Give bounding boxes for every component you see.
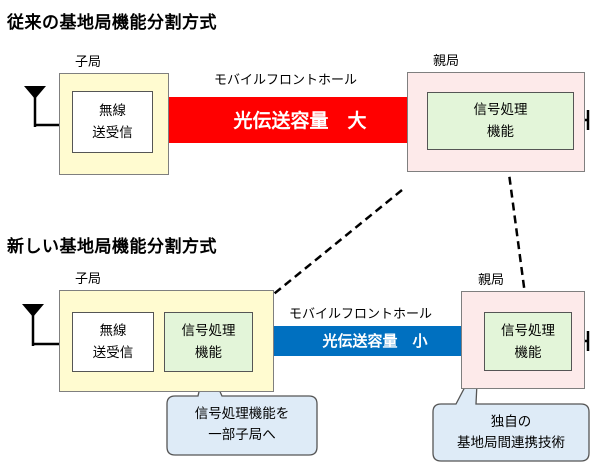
signal-processing-box-parent: 信号処理 機能 (484, 312, 572, 371)
fronthaul-label: モバイルフロントホール (214, 73, 358, 88)
radio-transceiver-label: 無線 送受信 (92, 323, 134, 361)
callout-text-left: 信号処理機能を 一部子局へ (194, 406, 290, 443)
radio-transceiver-label: 無線 送受信 (92, 103, 133, 141)
capacity-label-small: 光伝送容量 小 (322, 332, 428, 350)
dashed-arrow-right (504, 150, 530, 304)
child-station-label: 子局 (75, 55, 102, 70)
parent-station-label: 親局 (433, 54, 460, 69)
signal-processing-label: 信号処理 機能 (501, 322, 555, 361)
radio-transceiver-box: 無線 送受信 (72, 312, 154, 372)
parent-station-label: 親局 (478, 273, 505, 288)
child-station-label: 子局 (75, 272, 102, 287)
capacity-label-large: 光伝送容量 大 (233, 110, 367, 132)
signal-processing-label: 信号処理 機能 (473, 102, 528, 140)
section-title-new: 新しい基地局機能分割方式 (7, 237, 217, 257)
callout-text-right: 独自の 基地局間連携技術 (457, 414, 565, 451)
signal-processing-box-child: 信号処理 機能 (164, 312, 253, 372)
signal-processing-label: 信号処理 機能 (181, 323, 236, 361)
fronthaul-label: モバイルフロントホール (289, 307, 433, 322)
signal-processing-box: 信号処理 機能 (427, 92, 574, 150)
dashed-arrow-left (257, 189, 403, 308)
section-title-conventional: 従来の基地局機能分割方式 (7, 13, 217, 33)
radio-transceiver-box: 無線 送受信 (72, 91, 153, 153)
